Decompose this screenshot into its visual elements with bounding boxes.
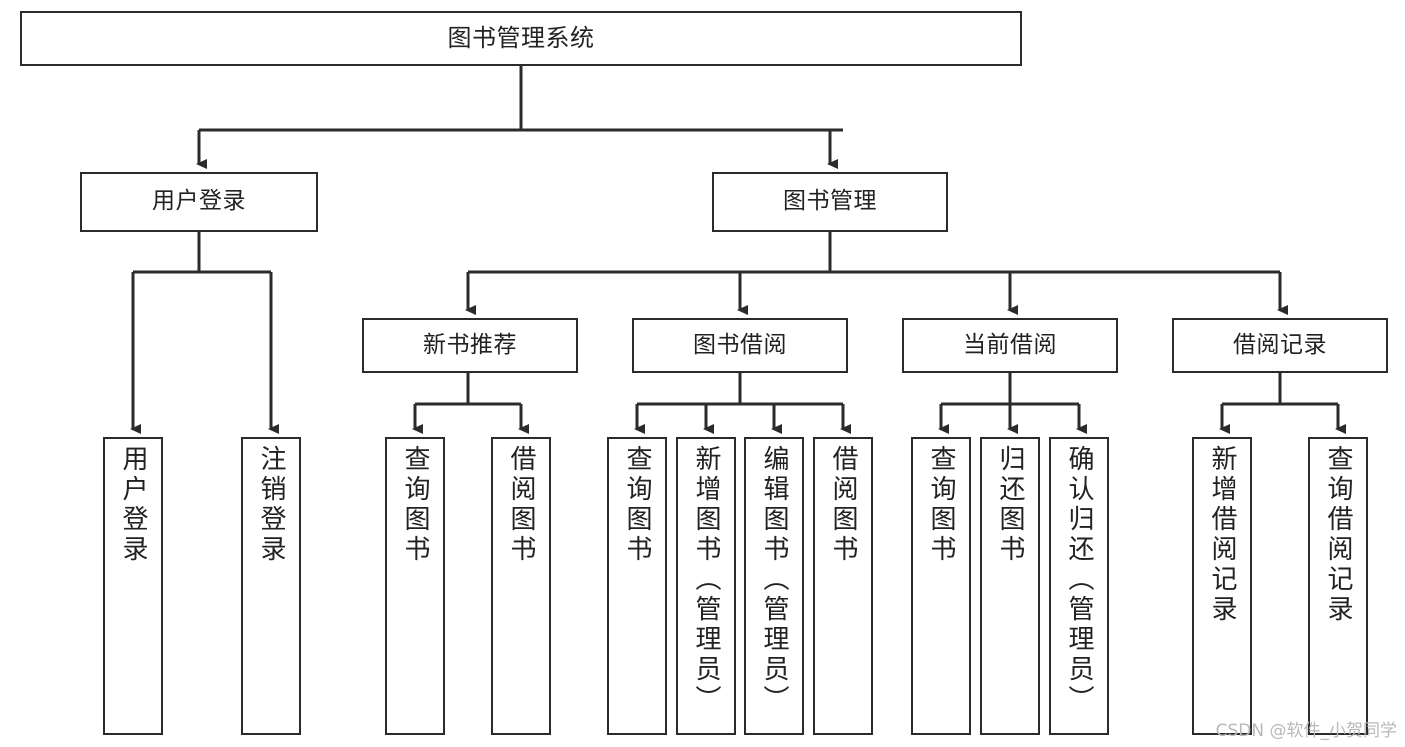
- node-leaf-query-record[interactable]: 查询借阅记录: [1308, 437, 1368, 735]
- node-book-borrow[interactable]: 图书借阅: [632, 318, 848, 373]
- node-label: 借阅图书: [506, 445, 536, 565]
- node-label: 图书管理: [783, 188, 877, 215]
- node-label: 借阅记录: [1233, 331, 1327, 358]
- node-label: 查询图书: [926, 445, 956, 565]
- node-label: 图书管理系统: [447, 24, 595, 53]
- node-label: 查询图书: [400, 445, 430, 565]
- node-root-system[interactable]: 图书管理系统: [20, 11, 1022, 66]
- node-label: 新增借阅记录: [1207, 445, 1237, 625]
- node-leaf-query-book-3[interactable]: 查询图书: [911, 437, 971, 735]
- node-borrow-record[interactable]: 借阅记录: [1172, 318, 1388, 373]
- node-leaf-edit-book[interactable]: 编辑图书（管理员）: [744, 437, 804, 735]
- node-label: 编辑图书（管理员）: [759, 445, 789, 715]
- node-label: 查询借阅记录: [1323, 445, 1353, 625]
- node-label: 用户登录: [152, 188, 246, 215]
- node-label: 归还图书: [995, 445, 1025, 565]
- node-new-book-recommend[interactable]: 新书推荐: [362, 318, 578, 373]
- node-leaf-logout-login[interactable]: 注销登录: [241, 437, 301, 735]
- node-book-manage[interactable]: 图书管理: [712, 172, 948, 232]
- node-label: 用户登录: [118, 445, 148, 565]
- node-leaf-borrow-book-2[interactable]: 借阅图书: [813, 437, 873, 735]
- node-current-borrow[interactable]: 当前借阅: [902, 318, 1118, 373]
- node-leaf-user-login[interactable]: 用户登录: [103, 437, 163, 735]
- node-label: 借阅图书: [828, 445, 858, 565]
- node-leaf-return-book[interactable]: 归还图书: [980, 437, 1040, 735]
- node-leaf-borrow-book-1[interactable]: 借阅图书: [491, 437, 551, 735]
- node-label: 注销登录: [256, 445, 286, 565]
- watermark-text: CSDN @软件_小贺同学: [1215, 721, 1397, 741]
- node-leaf-query-book-1[interactable]: 查询图书: [385, 437, 445, 735]
- node-label: 确认归还（管理员）: [1064, 445, 1094, 715]
- node-leaf-confirm-return[interactable]: 确认归还（管理员）: [1049, 437, 1109, 735]
- node-label: 新增图书（管理员）: [691, 445, 721, 715]
- node-label: 图书借阅: [693, 331, 787, 358]
- node-label: 新书推荐: [423, 331, 517, 358]
- node-leaf-add-record[interactable]: 新增借阅记录: [1192, 437, 1252, 735]
- node-leaf-query-book-2[interactable]: 查询图书: [607, 437, 667, 735]
- node-leaf-add-book[interactable]: 新增图书（管理员）: [676, 437, 736, 735]
- node-label: 当前借阅: [963, 331, 1057, 358]
- node-label: 查询图书: [622, 445, 652, 565]
- node-user-login[interactable]: 用户登录: [80, 172, 318, 232]
